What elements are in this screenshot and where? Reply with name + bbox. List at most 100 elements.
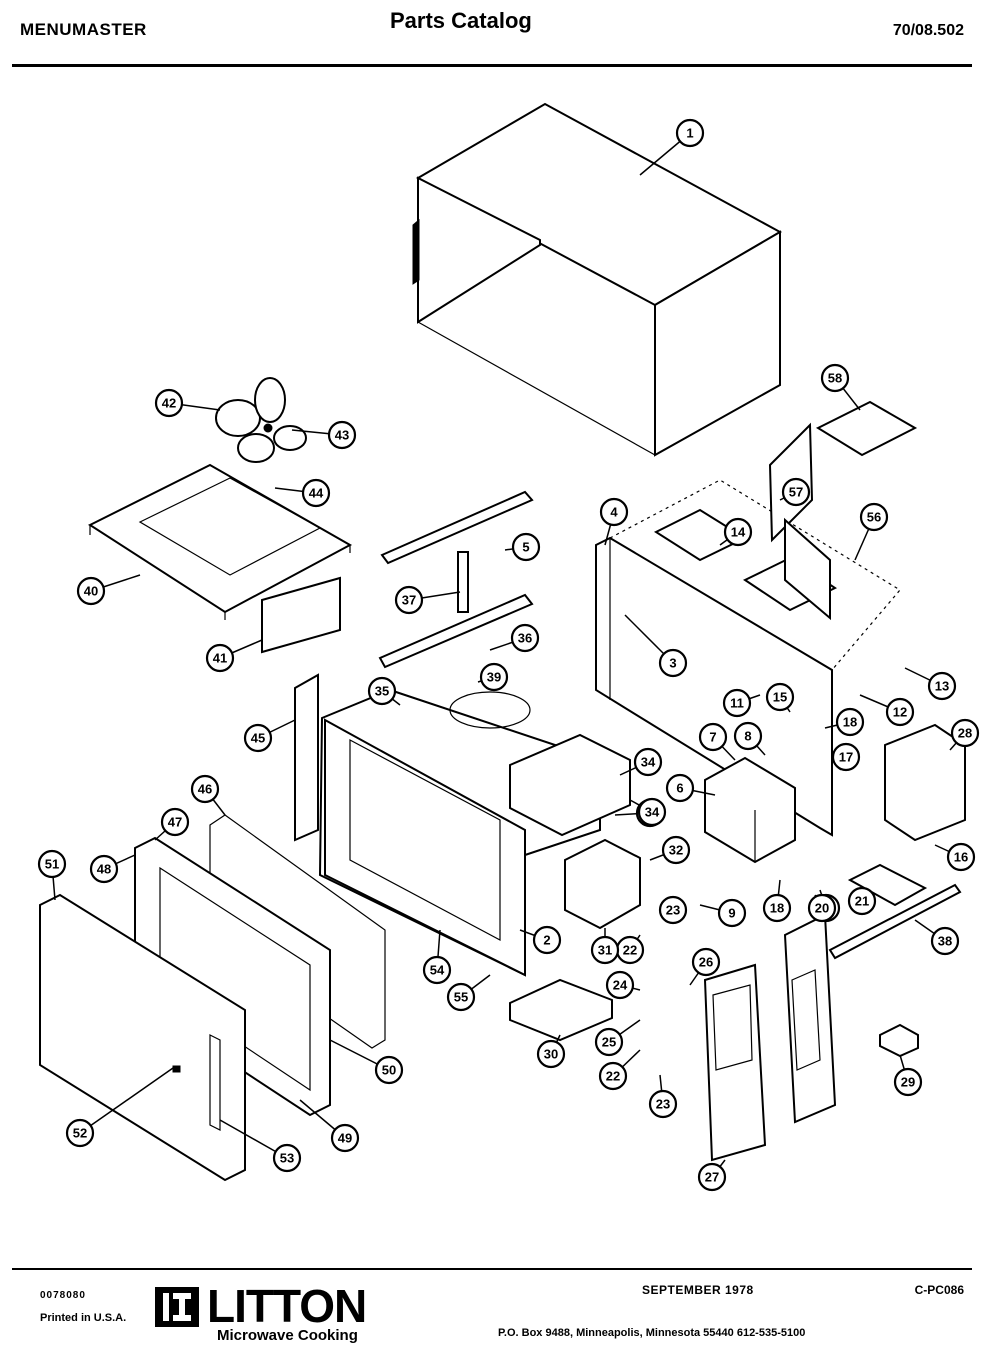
part-callout-54: 54 bbox=[422, 955, 452, 985]
callout-number: 11 bbox=[730, 696, 744, 711]
part-callout-2: 2 bbox=[532, 925, 562, 955]
magnetron-part bbox=[564, 838, 641, 930]
callout-number: 56 bbox=[867, 510, 881, 525]
callout-number: 26 bbox=[699, 955, 713, 970]
page-title: Parts Catalog bbox=[390, 8, 532, 33]
part-callout-38: 38 bbox=[930, 926, 960, 956]
callout-number: 58 bbox=[828, 371, 842, 386]
callout-number: 27 bbox=[705, 1170, 719, 1185]
part-callout-56: 56 bbox=[859, 502, 889, 532]
door-panel-part bbox=[39, 893, 246, 1182]
callout-number: 46 bbox=[198, 782, 212, 797]
cover-plate-part bbox=[847, 863, 928, 907]
company-address: P.O. Box 9488, Minneapolis, Minnesota 55… bbox=[498, 1327, 806, 1339]
callout-number: 37 bbox=[402, 593, 416, 608]
callout-number: 13 bbox=[935, 679, 949, 694]
part-callout-6: 6 bbox=[665, 773, 695, 803]
part-callout-48: 48 bbox=[89, 854, 119, 884]
part-callout-14: 14 bbox=[723, 517, 753, 547]
part-callout-34: 34 bbox=[633, 747, 663, 777]
part-callout-25: 25 bbox=[594, 1027, 624, 1057]
part-callout-12: 12 bbox=[885, 697, 915, 727]
part-callout-36: 36 bbox=[510, 623, 540, 653]
part-callout-41: 41 bbox=[205, 643, 235, 673]
callout-number: 49 bbox=[338, 1131, 352, 1146]
part-callout-53: 53 bbox=[272, 1143, 302, 1173]
part-callout-4: 4 bbox=[599, 497, 629, 527]
callout-number: 23 bbox=[656, 1097, 670, 1112]
callout-number: 47 bbox=[168, 815, 182, 830]
callout-number: 43 bbox=[335, 428, 349, 443]
part-callout-32: 32 bbox=[661, 835, 691, 865]
callout-number: 6 bbox=[676, 781, 683, 796]
oven-cavity-part bbox=[318, 688, 631, 977]
callout-number: 16 bbox=[954, 850, 968, 865]
part-callout-9: 9 bbox=[717, 898, 747, 928]
part-callout-27: 27 bbox=[697, 1162, 727, 1192]
part-callout-55: 55 bbox=[446, 982, 476, 1012]
callout-number: 18 bbox=[770, 901, 784, 916]
callout-number: 18 bbox=[843, 715, 857, 730]
callout-number: 12 bbox=[893, 705, 907, 720]
callout-number: 35 bbox=[375, 684, 389, 699]
part-callout-5: 5 bbox=[511, 532, 541, 562]
part-callout-50: 50 bbox=[374, 1055, 404, 1085]
litton-logo-icon bbox=[155, 1287, 199, 1327]
part-callout-26: 26 bbox=[691, 947, 721, 977]
part-callout-39: 39 bbox=[479, 662, 509, 692]
callout-number: 38 bbox=[938, 934, 952, 949]
shield-part bbox=[509, 978, 613, 1042]
part-callout-17: 17 bbox=[831, 742, 861, 772]
part-callout-1: 1 bbox=[675, 118, 705, 148]
part-callout-52: 52 bbox=[65, 1118, 95, 1148]
callout-number: 21 bbox=[855, 894, 869, 909]
callout-number: 44 bbox=[309, 486, 324, 501]
callout-number: 3 bbox=[669, 656, 676, 671]
callout-number: 22 bbox=[606, 1069, 620, 1084]
harness-part bbox=[815, 400, 918, 457]
callout-number: 39 bbox=[487, 670, 501, 685]
part-callout-47: 47 bbox=[160, 807, 190, 837]
outer-cabinet-part bbox=[412, 102, 783, 457]
brand-name: MENUMASTER bbox=[20, 20, 147, 39]
callout-number: 50 bbox=[382, 1063, 396, 1078]
part-callout-31: 31 bbox=[590, 935, 620, 965]
callout-number: 4 bbox=[610, 505, 618, 520]
part-callout-21: 21 bbox=[847, 886, 877, 916]
callout-number: 48 bbox=[97, 862, 111, 877]
callout-number: 8 bbox=[744, 729, 751, 744]
door-screen-part bbox=[159, 866, 311, 1092]
callout-number: 55 bbox=[454, 990, 468, 1005]
part-callout-43: 43 bbox=[327, 420, 357, 450]
callout-number: 29 bbox=[901, 1075, 915, 1090]
part-callout-37: 37 bbox=[394, 585, 424, 615]
part-callout-29: 29 bbox=[893, 1067, 923, 1097]
part-callout-13: 13 bbox=[927, 671, 957, 701]
publication-date: SEPTEMBER 1978 bbox=[642, 1283, 754, 1297]
support-post-part bbox=[457, 551, 469, 613]
part-callout-45: 45 bbox=[243, 723, 273, 753]
control-panel-part bbox=[783, 913, 837, 1124]
ribbon-cable-part bbox=[784, 517, 831, 621]
part-callout-24: 24 bbox=[605, 970, 635, 1000]
fan-blade-part bbox=[215, 377, 307, 463]
callout-number: 34 bbox=[645, 805, 660, 820]
top-plate-part bbox=[87, 463, 353, 620]
blower-motor-part bbox=[884, 723, 966, 842]
part-callout-7: 7 bbox=[698, 722, 728, 752]
callout-number: 9 bbox=[728, 906, 735, 921]
part-callout-20: 20 bbox=[807, 893, 837, 923]
callout-number: 23 bbox=[666, 903, 680, 918]
callout-number: 45 bbox=[251, 731, 265, 746]
callout-number: 32 bbox=[669, 843, 683, 858]
part-callout-18: 18 bbox=[762, 893, 792, 923]
callout-number: 22 bbox=[623, 943, 637, 958]
exploded-parts-diagram: 1234567891112131415161718181920212222232… bbox=[37, 102, 980, 1192]
callout-number: 31 bbox=[598, 943, 612, 958]
part-callout-3: 3 bbox=[658, 648, 688, 678]
part-callout-58: 58 bbox=[820, 363, 850, 393]
callout-number: 30 bbox=[544, 1047, 558, 1062]
part-callout-51: 51 bbox=[37, 849, 67, 879]
part-callout-34: 34 bbox=[637, 797, 667, 827]
part-callout-23: 23 bbox=[658, 895, 688, 925]
